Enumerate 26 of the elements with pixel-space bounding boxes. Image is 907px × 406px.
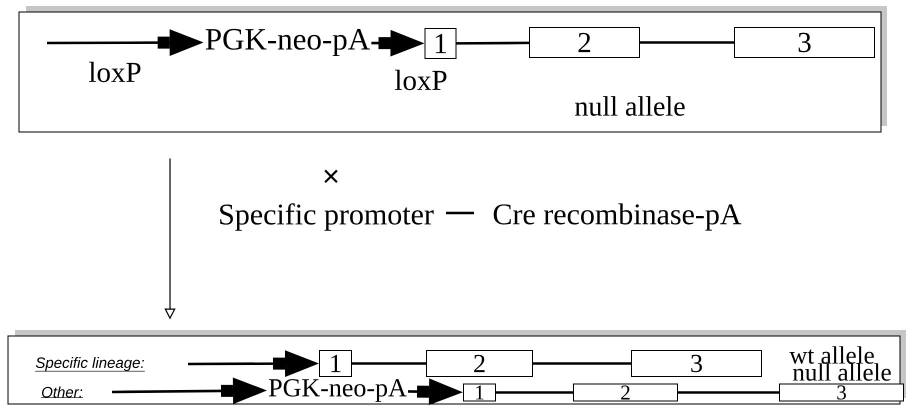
- label-text: loxP: [89, 62, 140, 82]
- connector-line: [352, 362, 426, 365]
- label-text: wt allele: [789, 346, 874, 364]
- label-text: Cre recombinase-pA: [494, 203, 742, 231]
- exon-box: 1: [424, 28, 456, 59]
- label-text: loxP: [395, 70, 446, 90]
- exon-box: 2: [426, 350, 533, 377]
- exon-box: 1: [319, 350, 352, 377]
- exon-box: 1: [463, 384, 496, 402]
- connector-line: [640, 41, 734, 44]
- exon-box: 2: [529, 27, 640, 58]
- cassette-label: PGK-neo-pA: [206, 28, 370, 56]
- exon-box: 2: [573, 384, 678, 402]
- connector-line: [678, 391, 779, 394]
- cassette-label: PGK-neo-pA: [268, 379, 407, 402]
- row-label: Specific lineage:: [34, 357, 146, 372]
- connector-line: [496, 391, 573, 394]
- exon-box: 3: [779, 384, 904, 402]
- exon-box: 3: [631, 350, 762, 377]
- label-text: null allele: [792, 363, 891, 381]
- connector-line: [533, 362, 631, 365]
- row-label: Other:: [40, 386, 84, 398]
- connector-line: [456, 42, 530, 45]
- exon-box: 3: [734, 27, 875, 58]
- cross-symbol: ×: [324, 170, 338, 184]
- label-text: Specific promoter: [220, 203, 434, 231]
